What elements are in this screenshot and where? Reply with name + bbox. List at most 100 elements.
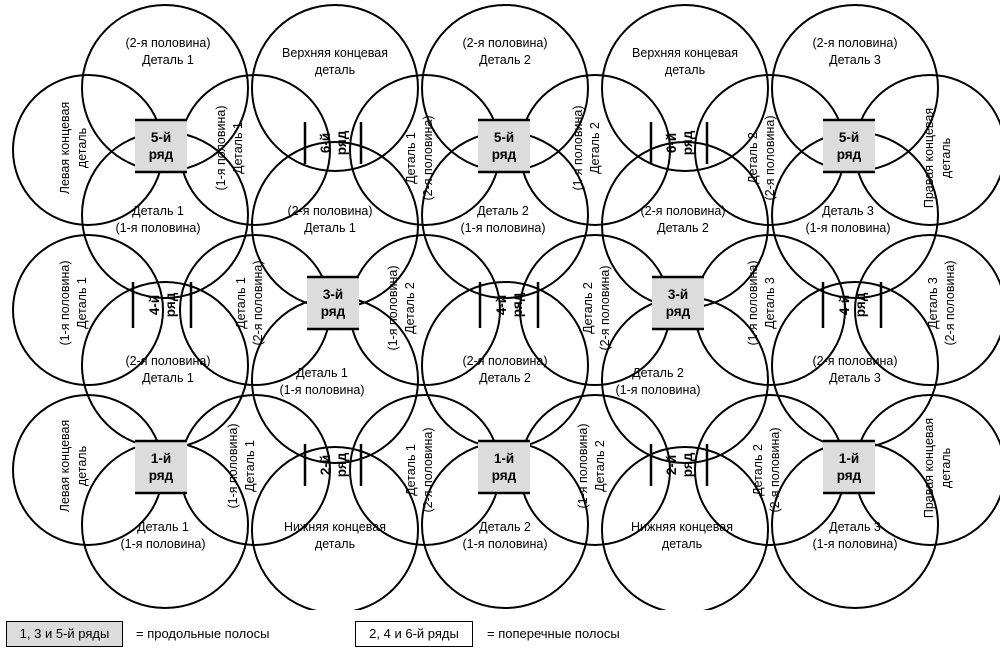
row-6-strip-1-number: 6-й	[318, 133, 333, 153]
label-top-end-2-line-2: деталь	[665, 63, 705, 77]
row-5-strip-1-word: ряд	[149, 147, 174, 162]
label-detail-1-first-half-mid-line-1: Деталь 1	[132, 204, 184, 218]
label-detail-3-second-half-low: (2-я половина)Деталь 3	[813, 354, 898, 385]
row-1-strip-2: 1-й ряд	[478, 439, 530, 495]
label-detail-2-second-half-row5: Деталь 2(2-я половина)	[746, 116, 777, 201]
label-detail-2-second-half-mid-line-2: Деталь 2	[657, 221, 709, 235]
label-detail-1-second-half-row5-line-1: Деталь 1	[404, 132, 418, 184]
label-detail-2-first-half-row3: (1-я половина)Деталь 2	[386, 266, 417, 351]
row-4-strip-3-word: ряд	[853, 292, 868, 317]
circle-detail-3-second-half-row4	[854, 234, 1000, 386]
label-top-end-1: Верхняя концевая деталь	[282, 46, 388, 77]
label-bottom-end-2-line-1: Нижняя концевая	[631, 520, 733, 534]
label-detail-1-second-half-mid-line-2: Деталь 1	[304, 221, 356, 235]
label-detail-3-first-half-bottom: Деталь 3(1-я половина)	[813, 520, 898, 551]
label-detail-2-first-half-row5: (1-я половина)Деталь 2	[571, 106, 602, 191]
braided-pattern-diagram: 5-йряд5-йряд5-йряд3-йряд3-йряд1-йряд1-йр…	[12, 4, 1000, 610]
label-top-end-1-line-1: Верхняя концевая	[282, 46, 388, 60]
row-2-strip-1-number: 2-й	[318, 455, 333, 475]
label-left-end-bottom-line-2: деталь	[75, 446, 89, 486]
label-detail-2-first-half-bottom: Деталь 2 (1-я половина)	[463, 520, 548, 551]
label-detail-1-second-half-row4: Деталь 1(2-я половина)	[234, 261, 265, 346]
row-6-strip-2-number: 6-й	[664, 133, 679, 153]
legend-longitudinal-text: = продольные полосы	[136, 626, 270, 641]
label-detail-1-second-half-row5-line-2: (2-я половина)	[421, 116, 435, 201]
label-detail-2-first-half-low: Деталь 2(1-я половина)	[616, 366, 701, 397]
legend-transverse-text: = поперечные полосы	[487, 626, 620, 641]
label-bottom-end-1-line-1: Нижняя концевая	[284, 520, 386, 534]
row-2-strip-2-number: 2-й	[664, 455, 679, 475]
label-detail-1-first-half-row1-line-1: (1-я половина)	[226, 424, 240, 509]
label-detail-1-first-half-bottom: Деталь 1 (1-я половина)	[121, 520, 206, 551]
row-2-strip-2-word: ряд	[680, 452, 695, 477]
label-detail-1-first-half-bottom-line-1: Деталь 1	[137, 520, 189, 534]
label-detail-2-second-half-row3: Деталь 2(2-я половина)	[581, 266, 612, 351]
row-1-strip-3-word: ряд	[837, 468, 862, 483]
row-4-strip-2-number: 4-й	[494, 295, 509, 315]
label-detail-1-first-half-row4-line-1: (1-я половина)	[58, 261, 72, 346]
label-detail-2-first-half-bottom-line-1: Деталь 2	[479, 520, 531, 534]
label-detail-3-first-half-bottom-line-2: (1-я половина)	[813, 537, 898, 551]
label-detail-2-second-half-low-line-1: (2-я половина)	[463, 354, 548, 368]
row-3-strip-2-fill	[652, 277, 704, 329]
label-right-end-top-line-2: деталь	[939, 138, 953, 178]
label-detail-3-first-half-mid-line-1: Деталь 3	[822, 204, 874, 218]
label-detail-1-second-half-top: (2-я половина)Деталь 1	[126, 36, 211, 67]
label-detail-2-first-half-row3-line-1: (1-я половина)	[386, 266, 400, 351]
label-detail-2-first-half-mid-line-1: Деталь 2	[477, 204, 529, 218]
label-detail-1-second-half-top-line-2: Деталь 1	[142, 53, 194, 67]
row-1-strip-2-word: ряд	[492, 468, 517, 483]
label-detail-1-first-half-row4: (1-я половина)Деталь 1	[58, 261, 89, 346]
row-6-strip-1-word: ряд	[334, 130, 349, 155]
label-top-end-2: Верхняя концевая деталь	[632, 46, 738, 77]
label-detail-2-second-half-low-line-2: Деталь 2	[479, 371, 531, 385]
label-detail-2-second-half-row1-line-2: (2-я половина)	[768, 428, 782, 513]
row-5-strip-1: 5-й ряд	[135, 118, 187, 174]
label-detail-2-second-half-row5-line-2: (2-я половина)	[763, 116, 777, 201]
circle-top-end-1	[251, 4, 419, 172]
label-detail-2-second-half-mid: (2-я половина)Деталь 2	[641, 204, 726, 235]
label-detail-2-second-half-low: (2-я половина) Деталь 2	[463, 354, 548, 385]
row-1-strip-2-fill	[478, 441, 530, 493]
row-1-strip-1-number: 1-й	[151, 451, 171, 466]
label-detail-3-first-half-row4-line-2: Деталь 3	[763, 277, 777, 329]
label-right-end-bottom-line-2: деталь	[939, 448, 953, 488]
label-top-end-1-line-2: деталь	[315, 63, 355, 77]
label-detail-3-first-half-row4-line-1: (1-я половина)	[746, 261, 760, 346]
label-detail-2-first-half-row1-line-2: Деталь 2	[593, 440, 607, 492]
row-3-strip-1-number: 3-й	[323, 287, 343, 302]
label-top-end-2-line-1: Верхняя концевая	[632, 46, 738, 60]
row-1-strip-2-number: 1-й	[494, 451, 514, 466]
row-2-strip-1-word: ряд	[334, 452, 349, 477]
label-detail-3-second-half-top-line-2: Деталь 3	[829, 53, 881, 67]
label-detail-2-first-half-low-line-1: Деталь 2	[632, 366, 684, 380]
row-5-strip-1-number: 5-й	[151, 130, 171, 145]
label-detail-2-first-half-bottom-line-2: (1-я половина)	[463, 537, 548, 551]
label-detail-1-first-half-low-line-1: Деталь 1	[296, 366, 348, 380]
label-detail-1-first-half-row5-line-1: (1-я половина)	[214, 106, 228, 191]
label-detail-1-first-half-bottom-line-2: (1-я половина)	[121, 537, 206, 551]
label-detail-2-second-half-row3-line-2: (2-я половина)	[598, 266, 612, 351]
label-bottom-end-2-line-2: деталь	[662, 537, 702, 551]
row-strips: 5-йряд5-йряд5-йряд3-йряд3-йряд1-йряд1-йр…	[131, 118, 883, 495]
label-right-end-top-line-1: Правая концевая	[922, 108, 936, 208]
row-4-strip-1-word: ряд	[163, 292, 178, 317]
row-4-strip-3-number: 4-й	[837, 295, 852, 315]
label-detail-1-second-half-row1-line-2: (2-я половина)	[421, 428, 435, 513]
row-5-strip-2-fill	[478, 120, 530, 172]
label-detail-2-first-half-row3-line-2: Деталь 2	[403, 282, 417, 334]
label-detail-2-second-half-row3-line-1: Деталь 2	[581, 282, 595, 334]
